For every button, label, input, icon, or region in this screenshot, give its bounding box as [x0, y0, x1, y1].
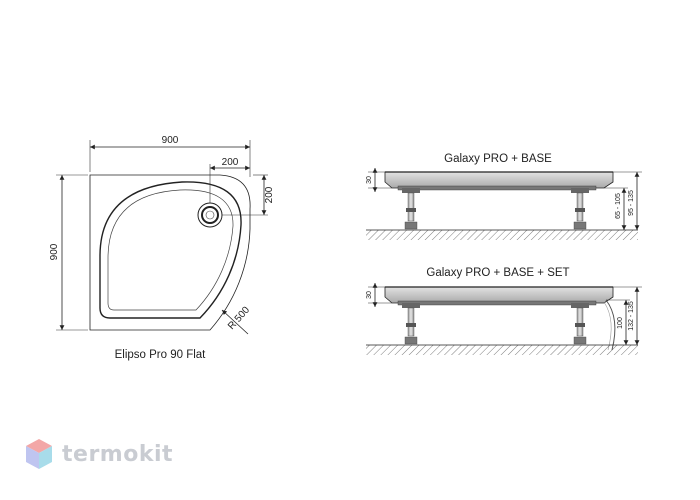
dim-plan-width: 900	[162, 135, 179, 146]
leg-right-top	[571, 188, 589, 230]
dim-drain-y: 200	[264, 186, 275, 203]
basin-inner-edge-2	[107, 189, 234, 311]
side-view-bottom: Galaxy PRO + BASE + SET 30 100	[366, 267, 642, 355]
dim-plan-height: 900	[49, 243, 60, 260]
plan-caption: Elipso Pro 90 Flat	[115, 349, 207, 361]
tray-outline	[89, 174, 251, 331]
side-top-title: Galaxy PRO + BASE	[444, 153, 552, 165]
dim-bottom-thickness: 30	[366, 291, 373, 299]
watermark-text: termokit	[62, 441, 174, 467]
leg-right-bottom	[571, 303, 589, 345]
dim-top-leg-range: 65 - 105	[615, 193, 622, 219]
tray-bottom	[384, 286, 614, 304]
dim-top-total-range: 95 - 135	[628, 190, 635, 216]
termokit-watermark: termokit	[24, 437, 173, 471]
side-bottom-title: Galaxy PRO + BASE + SET	[426, 267, 569, 279]
side-view-top: Galaxy PRO + BASE 30 65 - 105	[366, 153, 642, 240]
dim-radius: R 500	[226, 304, 252, 332]
cube-logo-icon	[26, 439, 52, 469]
dim-bottom-panel: 100	[617, 317, 624, 329]
plan-view: 900 900 200 200 R 500 Elipso Pro 90 Flat	[49, 135, 275, 361]
basin-inner-edge	[99, 181, 242, 319]
leg-left-top	[402, 188, 420, 230]
tray-top	[384, 171, 614, 189]
dim-bottom-total-range: 132 - 135	[628, 301, 635, 331]
dim-top-thickness: 30	[366, 176, 373, 184]
floor-bottom	[366, 345, 638, 355]
leg-left-bottom	[402, 303, 420, 345]
drain-icon	[197, 202, 223, 228]
dim-drain-x: 200	[222, 157, 239, 168]
floor-top	[366, 230, 638, 240]
